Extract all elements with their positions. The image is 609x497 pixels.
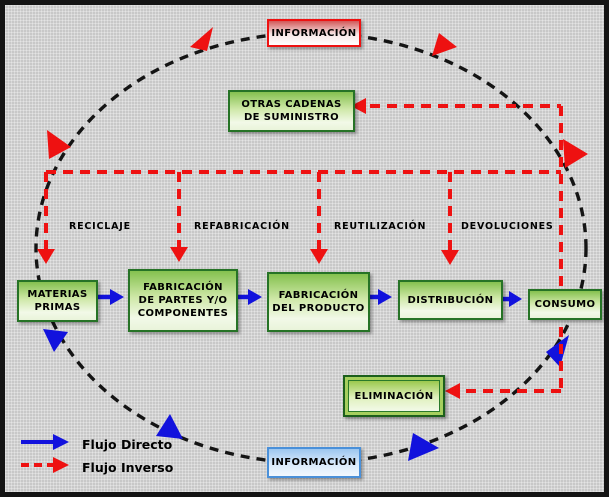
node-distribucion: DISTRIBUCIÓN (398, 280, 503, 320)
node-label: INFORMACIÓN (271, 457, 357, 468)
node-label: FABRICACIÓN (278, 290, 359, 301)
node-fabricacion-del-producto: FABRICACIÓN DEL PRODUCTO (267, 272, 370, 332)
diagram-graphics-layer (21, 27, 588, 473)
node-label: MATERIAS (27, 289, 88, 300)
node-materias-primas: MATERIAS PRIMAS (17, 280, 98, 322)
node-label: DISTRIBUCIÓN (407, 294, 494, 306)
label-refabricacion: REFABRICACIÓN (194, 221, 290, 232)
legend-direct-arrow (21, 434, 69, 450)
label-devoluciones: DEVOLUCIONES (461, 221, 554, 232)
node-label: CONSUMO (534, 299, 596, 310)
node-fabricacion-de-partes: FABRICACIÓN DE PARTES Y/O COMPONENTES (128, 269, 238, 332)
node-label: DEL PRODUCTO (272, 303, 365, 314)
inverse-flow-network-arrowheads (37, 98, 460, 399)
node-consumo: CONSUMO (528, 289, 602, 320)
node-label: FABRICACIÓN (143, 282, 223, 293)
node-informacion-bottom: INFORMACIÓN (267, 447, 361, 478)
inverse-flow-cycle-arrowheads (47, 27, 588, 168)
inverse-flow-network (44, 104, 563, 393)
node-informacion-top: INFORMACIÓN (267, 19, 361, 47)
node-eliminacion: ELIMINACIÓN (343, 375, 445, 417)
direct-flow-cycle-arrowheads (43, 329, 569, 461)
label-reutilizacion: REUTILIZACIÓN (334, 221, 427, 232)
label-reciclaje: RECICLAJE (69, 221, 131, 232)
node-label: COMPONENTES (137, 308, 229, 319)
node-label: INFORMACIÓN (271, 27, 357, 39)
node-label: PRIMAS (34, 302, 81, 313)
legend-flujo-inverso: Flujo Inverso (82, 460, 174, 475)
direct-flow-arrowheads (110, 289, 522, 307)
legend-inverse-arrow (21, 457, 69, 473)
node-label: OTRAS CADENAS (241, 99, 342, 110)
node-label: DE PARTES Y/O (138, 295, 228, 306)
node-label: ELIMINACIÓN (354, 390, 434, 402)
legend-flujo-directo: Flujo Directo (82, 437, 173, 452)
node-otras-cadenas-de-suministro: OTRAS CADENAS DE SUMINISTRO (228, 90, 355, 132)
node-label: DE SUMINISTRO (243, 112, 340, 123)
